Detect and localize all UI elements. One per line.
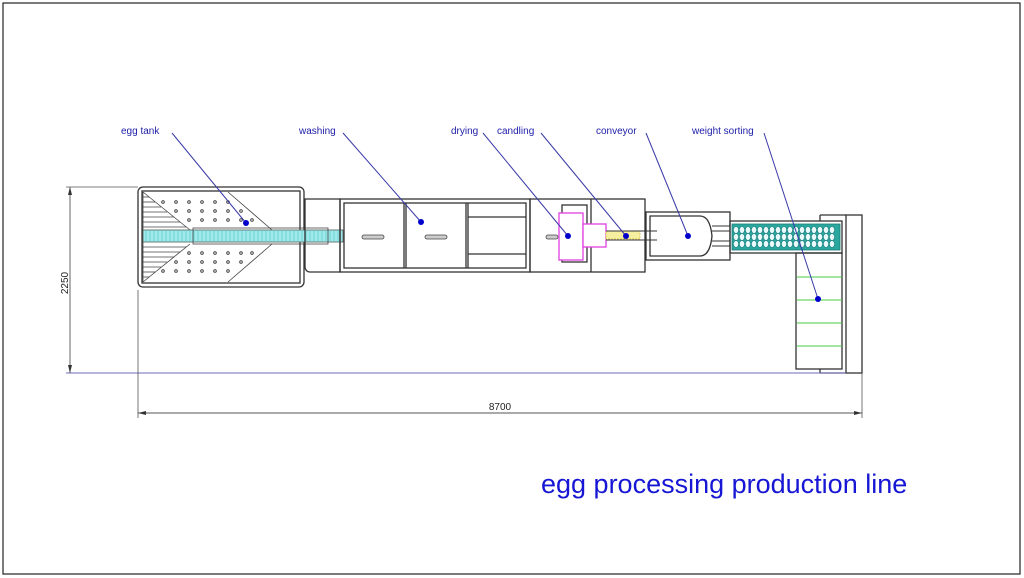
candling-unit	[605, 230, 657, 241]
marker-washing	[418, 219, 424, 225]
label-drying: drying	[451, 126, 478, 137]
roller-tube	[142, 227, 344, 245]
marker-conveyor	[685, 233, 691, 239]
marker-egg-tank	[243, 220, 249, 226]
label-egg-tank: egg tank	[121, 126, 160, 137]
sorting-lanes	[797, 276, 842, 347]
marker-candling	[623, 233, 629, 239]
marker-drying	[565, 233, 571, 239]
weight-sorting-machine	[729, 214, 863, 374]
drying-machine	[529, 198, 646, 273]
leader-markers	[243, 219, 821, 302]
label-candling: candling	[497, 126, 534, 137]
label-washing: washing	[298, 126, 336, 137]
leader-lines	[171, 132, 819, 300]
length-dimension-label: 8700	[489, 402, 512, 413]
dimension-lines	[66, 186, 863, 418]
label-weight-sorting: weight sorting	[691, 126, 754, 137]
label-conveyor: conveyor	[596, 126, 637, 137]
height-dimension-label: 2250	[60, 271, 71, 294]
drawing-title: egg processing production line	[541, 469, 907, 499]
dot-grid	[161, 200, 254, 273]
marker-weight-sorting	[815, 296, 821, 302]
